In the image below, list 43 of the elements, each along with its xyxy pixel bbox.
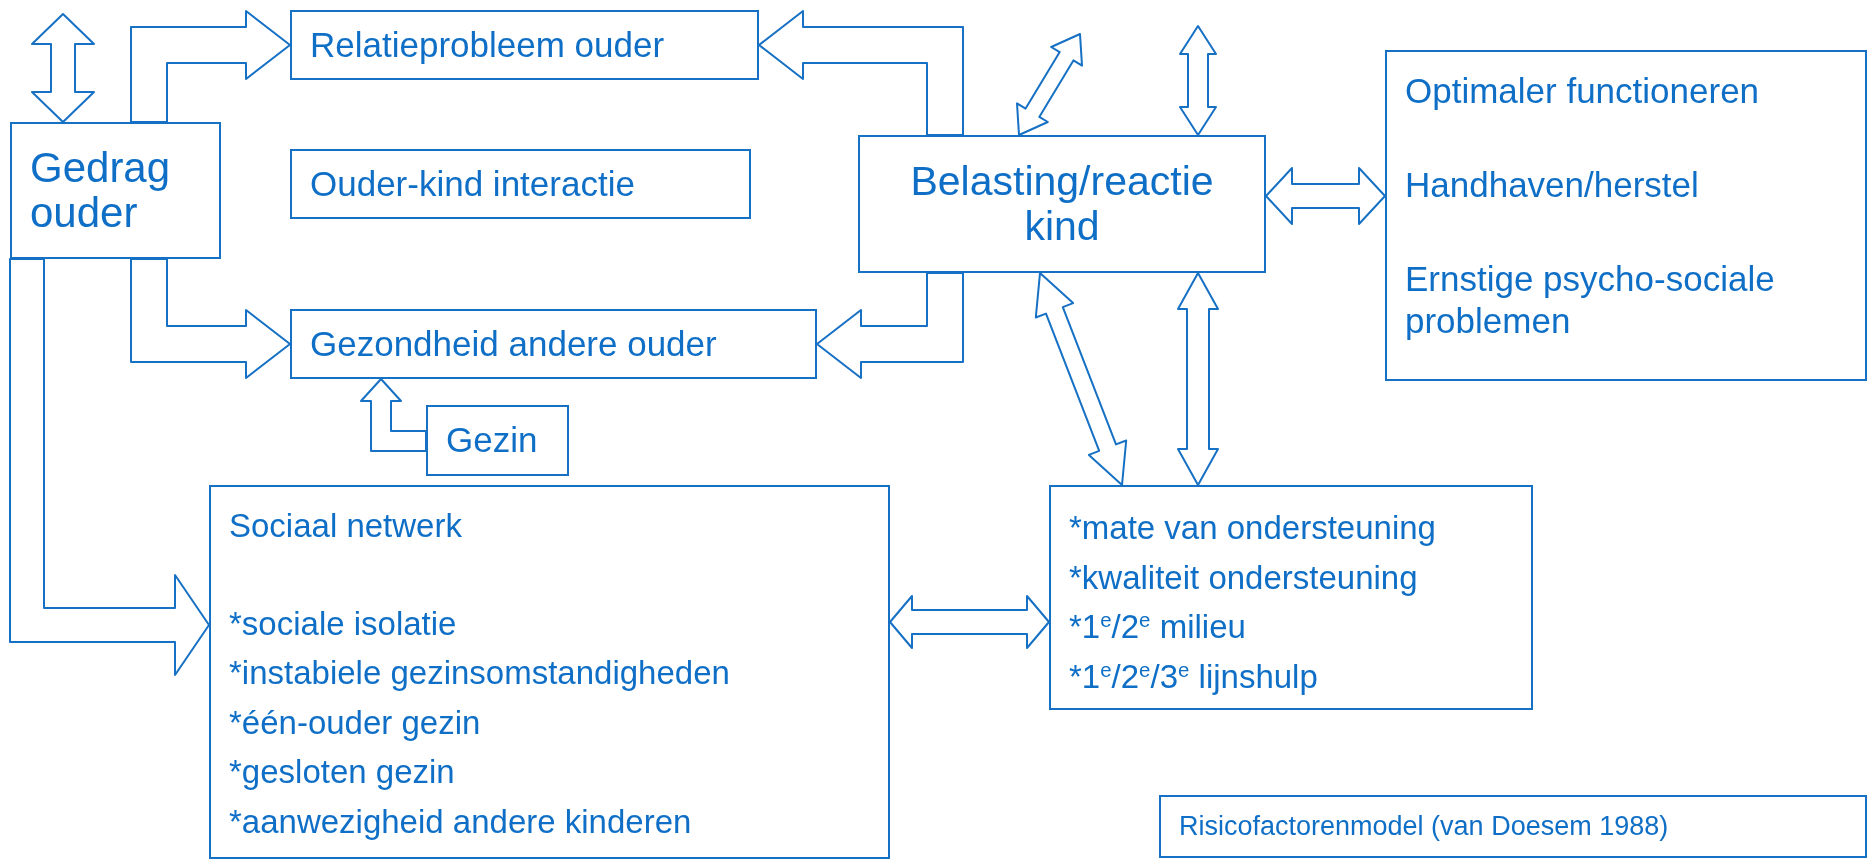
node-text: Ouder-kind interactie xyxy=(310,164,635,204)
block-arrow xyxy=(1265,167,1386,225)
node-text: *sociale isolatie xyxy=(229,603,457,644)
node-text: *1$^{e}$/2$^{e}$ milieu xyxy=(1069,606,1246,647)
text-box xyxy=(290,10,759,80)
block-arrow xyxy=(1179,25,1217,136)
text-box xyxy=(1159,795,1867,858)
block-arrow xyxy=(1016,33,1083,136)
text-box xyxy=(426,405,569,476)
block-arrow xyxy=(1034,272,1128,486)
node-text: *aanwezigheid andere kinderen xyxy=(229,801,692,842)
node-text: *instabiele gezinsomstandigheden xyxy=(229,653,730,693)
text-box xyxy=(10,122,221,259)
text-box xyxy=(209,485,890,859)
node-text: Risicofactorenmodel (van Doesem 1988) xyxy=(1179,811,1669,842)
block-arrow xyxy=(31,13,95,123)
node-text: Optimaler functioneren xyxy=(1405,70,1760,112)
heading-text: Sociaal netwerk xyxy=(229,506,462,546)
block-arrow xyxy=(816,272,964,379)
node-text: Belasting/reactie kind xyxy=(909,158,1215,250)
node-text: *gesloten gezin xyxy=(229,752,455,792)
block-arrow xyxy=(889,595,1050,649)
node-text: *1$^{e}$/2$^{e}$/3$^{e}$ lijnshulp xyxy=(1069,656,1318,697)
node-text: *kwaliteit ondersteuning xyxy=(1069,557,1418,598)
node-text: Gezondheid andere ouder xyxy=(310,324,717,364)
node-text: *mate van ondersteuning xyxy=(1069,508,1436,548)
block-arrow xyxy=(130,10,291,123)
node-text: Gedrag ouder xyxy=(30,146,172,235)
block-arrow xyxy=(9,258,210,676)
text-box xyxy=(290,309,817,379)
block-arrow xyxy=(360,378,427,452)
block-arrow xyxy=(130,258,291,379)
text-box xyxy=(1049,485,1533,710)
node-text: *één-ouder gezin xyxy=(229,702,481,743)
node-text: Ernstige psycho-sociale problemen xyxy=(1405,258,1776,342)
text-box xyxy=(290,149,751,219)
block-arrow xyxy=(1177,272,1219,486)
node-text: Gezin xyxy=(446,421,538,460)
text-box xyxy=(858,135,1266,273)
block-arrow xyxy=(758,10,964,136)
node-text: Relatieprobleem ouder xyxy=(310,25,665,65)
text-box xyxy=(1385,50,1867,381)
node-text: Handhaven/herstel xyxy=(1405,164,1699,206)
